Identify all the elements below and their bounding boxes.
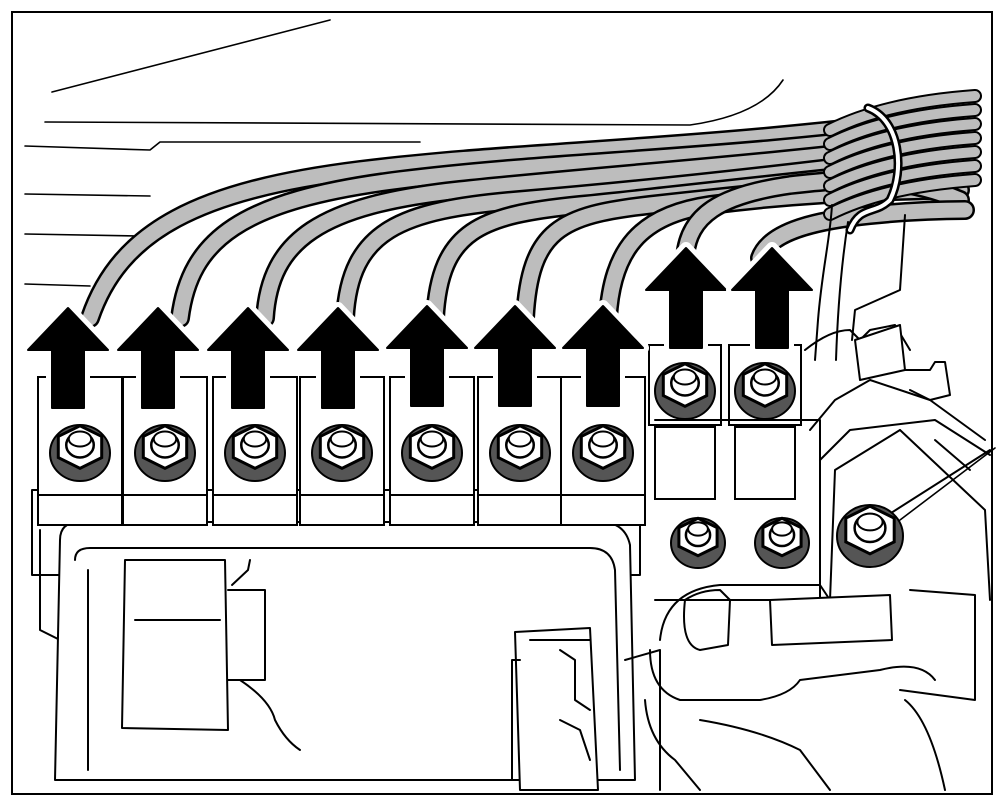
up-arrow-icon [640,242,732,354]
hex-nut-icon [134,424,196,482]
up-arrow-icon [202,302,294,414]
up-arrow-icon [469,300,561,412]
hex-nut-icon [49,424,111,482]
hex-nut-icon [670,516,726,569]
up-arrow-icon [726,242,818,354]
fuse-block-body [31,489,641,791]
removal-arrows [22,242,818,414]
wire-end [823,103,982,151]
hex-nut-icon [489,424,551,482]
harness-clamp [814,103,903,361]
hex-nut-icon [734,362,796,420]
up-arrow-icon [112,302,204,414]
hex-nut-icon [654,362,716,420]
up-arrow-icon [22,302,114,414]
right-housing [624,214,991,791]
wire-3 [255,130,970,328]
hex-nut-icon [311,424,373,482]
hex-nut-icon [836,504,904,568]
up-arrow-icon [381,300,473,412]
hex-nut-icon [401,424,463,482]
terminal-nuts [49,362,796,482]
background-body-lines [24,19,784,287]
wire-2 [170,118,970,328]
hex-nut-icon [572,424,634,482]
wire-end [823,89,982,137]
wire-1 [80,105,970,328]
leader-line [899,447,996,521]
hex-nut-icon [754,516,810,569]
up-arrow-icon [557,300,649,412]
hex-nut-icon [224,424,286,482]
lower-nuts [670,504,904,569]
up-arrow-icon [292,302,384,414]
